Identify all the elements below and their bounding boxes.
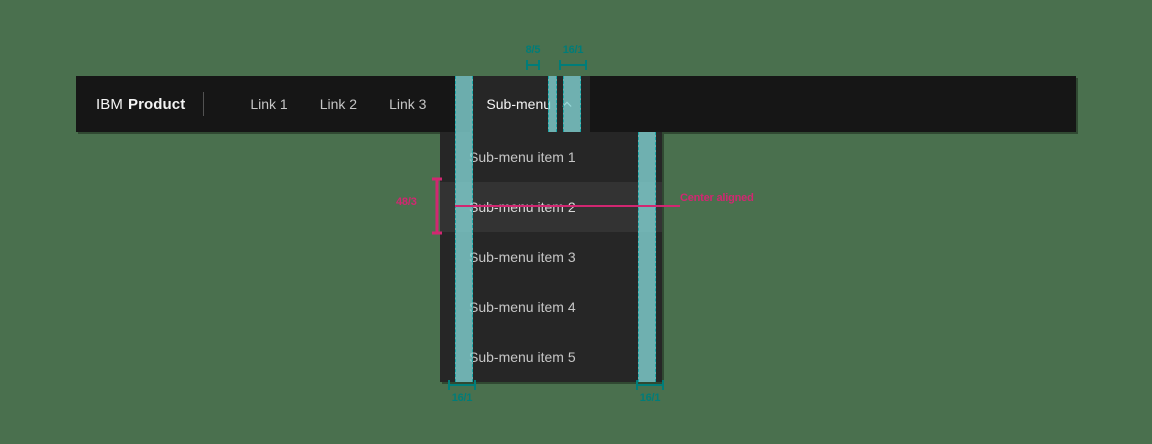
measure-bar-label-gap (548, 76, 557, 132)
nav-link-3[interactable]: Link 3 (389, 96, 427, 112)
dimension-tick-bottom-right (636, 380, 664, 390)
dimension-label-top-right: 16/1 (562, 44, 584, 56)
brand-logo[interactable]: IBM Product (76, 76, 201, 132)
submenu-item-5[interactable]: Sub-menu item 5 (469, 349, 576, 365)
submenu-item-3[interactable]: Sub-menu item 3 (469, 249, 576, 265)
dimension-tick-bottom-left (448, 380, 476, 390)
dimension-tick-top-left (526, 60, 540, 70)
nav-link-2[interactable]: Link 2 (319, 96, 358, 112)
brand-name: Product (127, 95, 186, 113)
header-nav: Link 1 Link 2 Link 3 (206, 76, 442, 132)
dimension-label-bottom-left: 16/1 (451, 392, 473, 404)
submenu-dropdown: Sub-menu item 1 Sub-menu item 2 Sub-menu… (440, 132, 662, 382)
submenu-trigger-label: Sub-menu (486, 96, 552, 112)
center-alignment-guide (455, 205, 680, 207)
dimension-label-bottom-right: 16/1 (639, 392, 661, 404)
dimension-label-top-left: 8/5 (525, 44, 541, 56)
header-divider (203, 92, 205, 116)
submenu-item-1[interactable]: Sub-menu item 1 (469, 149, 576, 165)
measure-bar-left-padding (455, 76, 473, 382)
item-height-label: 48/3 (396, 196, 417, 208)
submenu-item-4[interactable]: Sub-menu item 4 (469, 299, 576, 315)
center-alignment-label: Center aligned (680, 192, 754, 204)
nav-link-1[interactable]: Link 1 (250, 96, 288, 112)
dimension-tick-top-right (559, 60, 587, 70)
measure-bar-right-padding (638, 132, 656, 382)
submenu-item-2[interactable]: Sub-menu item 2 (440, 182, 662, 232)
brand-prefix: IBM (96, 95, 123, 113)
measure-bar-trigger-right-padding (563, 76, 581, 132)
item-height-bracket (432, 177, 442, 235)
